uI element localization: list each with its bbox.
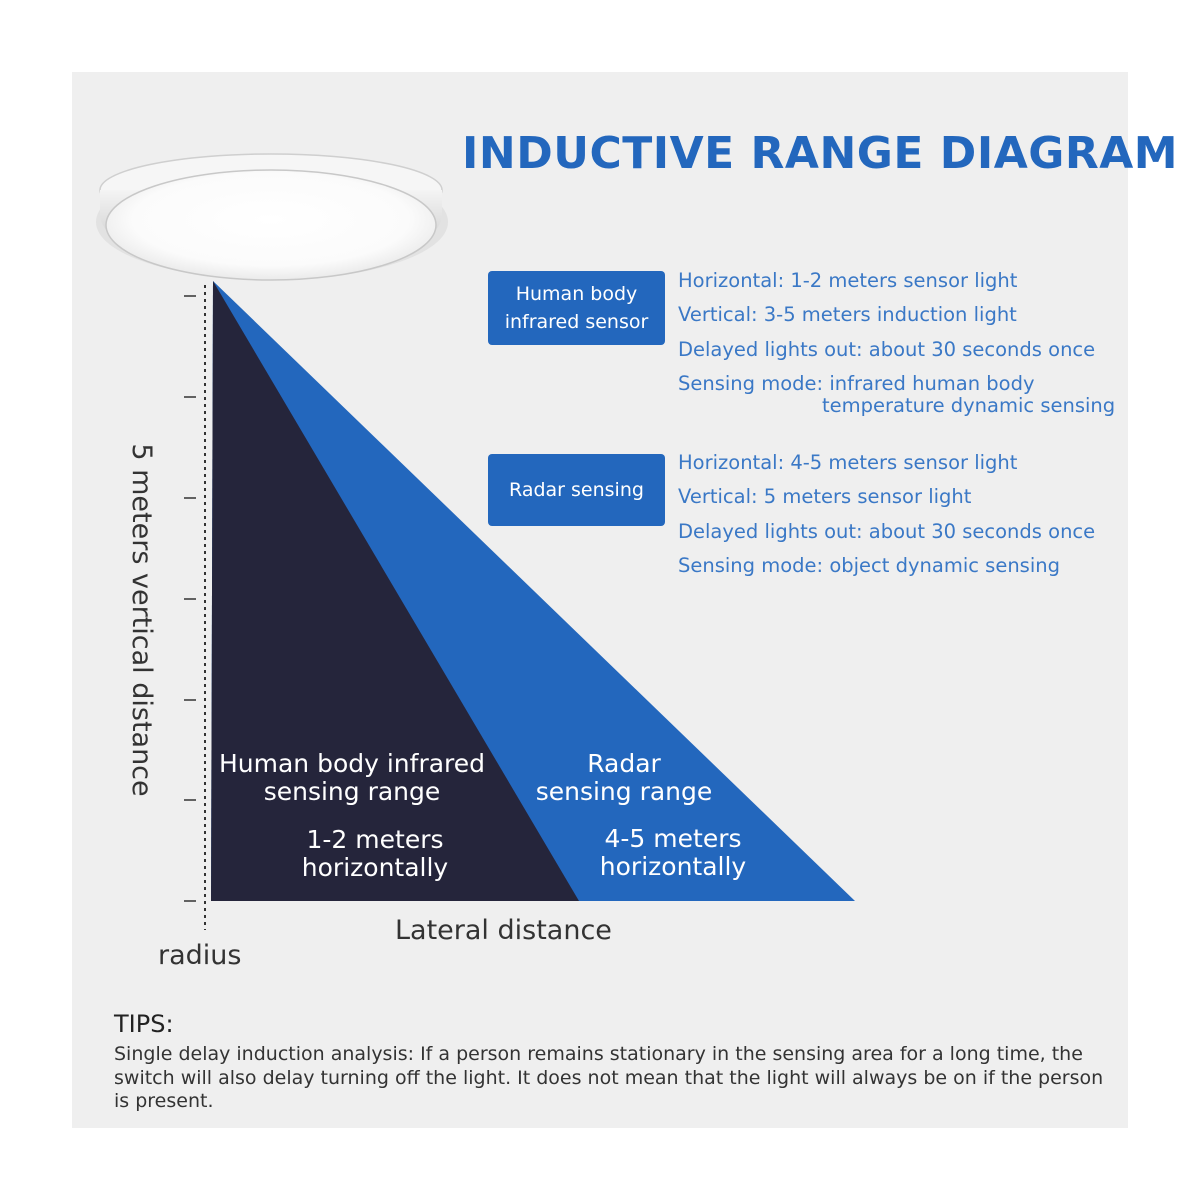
radar-spec-list: Horizontal: 4-5 meters sensor light Vert… xyxy=(678,451,1096,589)
infrared-zone-range: 1-2 meters horizontally xyxy=(262,826,488,882)
spec-item: Vertical: 5 meters sensor light xyxy=(678,485,972,509)
zone-range-line: horizontally xyxy=(599,852,747,881)
zone-name-line: sensing range xyxy=(535,777,713,806)
zone-name-line: Human body infrared xyxy=(218,749,486,778)
axis-ticks xyxy=(184,295,196,902)
badge-label-line: infrared sensor xyxy=(504,311,649,333)
radar-zone-range: 4-5 meters horizontally xyxy=(568,825,778,881)
badge-label-line: Radar sensing xyxy=(509,479,644,501)
diagram-title: INDUCTIVE RANGE DIAGRAM xyxy=(462,128,1179,179)
lateral-axis-label: Lateral distance xyxy=(395,915,612,946)
spec-item: Sensing mode: infrared human body temper… xyxy=(678,371,1116,417)
radar-sensor-badge: Radar sensing xyxy=(488,454,665,526)
zone-range-line: 4-5 meters xyxy=(604,824,742,853)
badge-label-line: Human body xyxy=(515,283,638,305)
infrared-zone-label: Human body infrared sensing range xyxy=(212,750,492,806)
vertical-axis-label: 5 meters vertical distance xyxy=(126,443,157,797)
spec-item: Sensing mode: object dynamic sensing xyxy=(678,553,1060,577)
zone-range-line: 1-2 meters xyxy=(306,825,444,854)
spec-item: Vertical: 3-5 meters induction light xyxy=(678,303,1017,327)
spec-item: Delayed lights out: about 30 seconds onc… xyxy=(678,337,1096,361)
spec-text-continued: temperature dynamic sensing xyxy=(822,393,1116,417)
origin-label: radius xyxy=(158,940,242,971)
zone-name-line: sensing range xyxy=(263,777,441,806)
infrared-sensor-badge: Human body infrared sensor xyxy=(488,271,665,345)
zone-name-line: Radar xyxy=(587,749,661,778)
ceiling-lamp-icon xyxy=(96,153,448,281)
spec-item: Horizontal: 4-5 meters sensor light xyxy=(678,451,1018,474)
infrared-sensing-zone xyxy=(211,281,579,901)
radar-zone-label: Radar sensing range xyxy=(519,750,729,806)
spec-text: Sensing mode: infrared human body xyxy=(678,371,1035,395)
zone-range-line: horizontally xyxy=(301,853,449,882)
tips-body: Single delay induction analysis: If a pe… xyxy=(114,1043,1104,1112)
spec-item: Horizontal: 1-2 meters sensor light xyxy=(678,269,1018,292)
infrared-spec-list: Horizontal: 1-2 meters sensor light Vert… xyxy=(678,269,1116,417)
tips-heading: TIPS: xyxy=(114,1010,174,1038)
spec-item: Delayed lights out: about 30 seconds onc… xyxy=(678,519,1096,543)
